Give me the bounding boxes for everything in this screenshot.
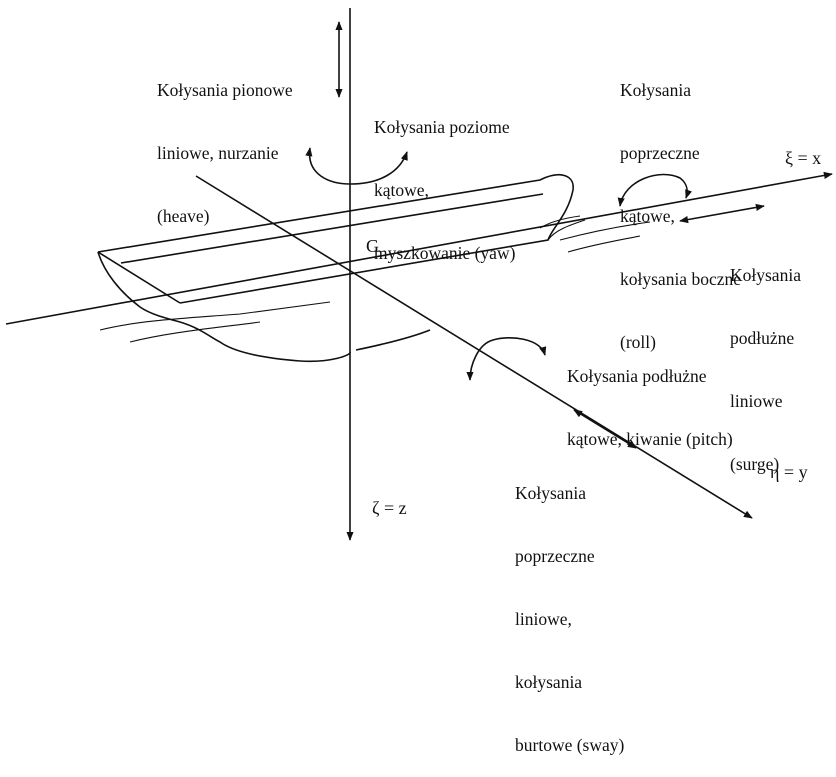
heave-label: Kołysania pionowe liniowe, nurzanie (hea… bbox=[157, 80, 293, 226]
surge-arrow bbox=[679, 203, 765, 224]
ship-hull bbox=[97, 174, 586, 363]
pitch-arrow bbox=[466, 337, 547, 381]
center-of-gravity-label: G bbox=[366, 236, 379, 256]
sway-arrow bbox=[573, 409, 637, 449]
pitch-label: Kołysania podłużne kątowe, kiwanie (pitc… bbox=[567, 366, 733, 449]
x-axis-label: ξ = x bbox=[785, 148, 822, 168]
roll-label: Kołysania poprzeczne kątowe, kołysania b… bbox=[620, 80, 741, 352]
x-axis bbox=[5, 171, 833, 325]
waterline-ripples bbox=[99, 221, 651, 343]
sway-label: Kołysania poprzeczne liniowe, kołysania … bbox=[515, 483, 625, 755]
diagram-drawing bbox=[5, 8, 833, 541]
surge-label: Kołysania podłużne liniowe (surge) bbox=[730, 265, 801, 474]
y-axis-label: η = y bbox=[770, 462, 808, 482]
z-axis-label: ζ = z bbox=[372, 498, 407, 518]
yaw-arrow bbox=[305, 147, 408, 185]
roll-arrow bbox=[617, 173, 692, 207]
yaw-label: Kołysania poziome kątowe, myszkowanie (y… bbox=[374, 117, 516, 263]
ship-motion-diagram: Kołysania pionowe liniowe, nurzanie (hea… bbox=[5, 8, 833, 755]
